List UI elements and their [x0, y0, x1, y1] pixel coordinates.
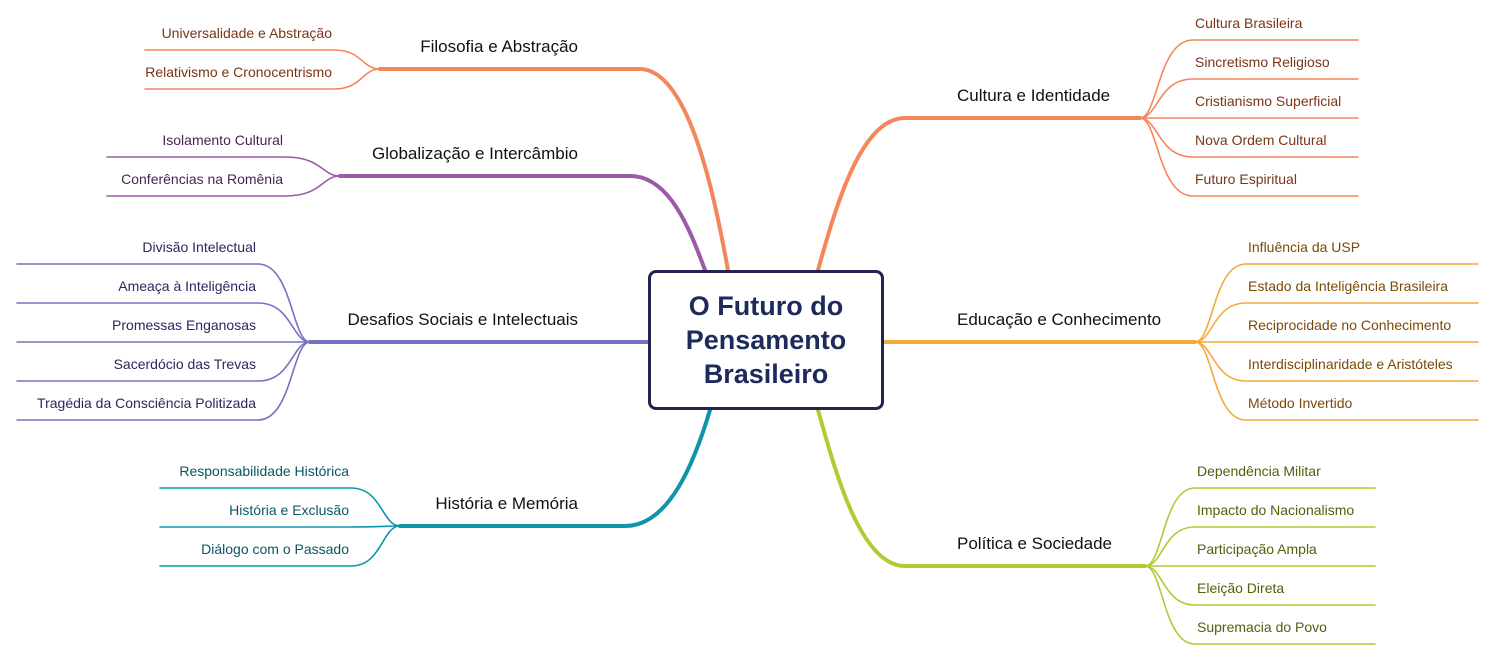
leaf-connector-educacao-0	[1194, 263, 1479, 343]
leaf-connector-educacao-1	[1194, 302, 1479, 343]
leaf-educacao-2[interactable]: Reciprocidade no Conhecimento	[1248, 317, 1452, 333]
leaf-cultura-0[interactable]: Cultura Brasileira	[1195, 15, 1303, 31]
branch-desafios[interactable]: Desafios Sociais e Intelectuais	[347, 310, 578, 329]
branch-historia[interactable]: História e Memória	[435, 494, 578, 513]
leaf-politica-4[interactable]: Supremacia do Povo	[1197, 619, 1327, 635]
leaf-connector-desafios-1	[16, 302, 311, 343]
leaf-connector-politica-0	[1144, 487, 1376, 567]
leaf-connector-historia-0	[159, 487, 401, 527]
leaf-connector-educacao-4	[1194, 341, 1479, 421]
branch-cultura[interactable]: Cultura e Identidade	[957, 86, 1111, 105]
leaf-connector-globalizacao-0	[106, 156, 341, 177]
leaf-filosofia-0[interactable]: Universalidade e Abstração	[161, 25, 332, 41]
leaf-desafios-3[interactable]: Sacerdócio das Trevas	[113, 356, 256, 372]
leaf-connector-filosofia-0	[144, 49, 381, 70]
branch-educacao[interactable]: Educação e Conhecimento	[957, 310, 1162, 329]
leaf-connector-politica-4	[1144, 565, 1376, 645]
leaf-cultura-2[interactable]: Cristianismo Superficial	[1195, 93, 1342, 109]
connector-politica	[816, 408, 1147, 568]
connector-cultura	[816, 116, 1142, 272]
leaf-desafios-4[interactable]: Tragédia da Consciência Politizada	[37, 395, 256, 411]
leaf-connector-desafios-0	[16, 263, 311, 343]
branch-globalizacao[interactable]: Globalização e Intercâmbio	[371, 144, 578, 163]
leaf-cultura-4[interactable]: Futuro Espiritual	[1195, 171, 1297, 187]
leaf-educacao-1[interactable]: Estado da Inteligência Brasileira	[1248, 278, 1449, 294]
leaf-historia-1[interactable]: História e Exclusão	[229, 502, 349, 518]
leaf-connector-cultura-4	[1139, 117, 1359, 197]
leaf-politica-0[interactable]: Dependência Militar	[1197, 463, 1321, 479]
leaf-connector-desafios-3	[16, 341, 311, 382]
connector-historia	[398, 408, 712, 528]
leaf-cultura-3[interactable]: Nova Ordem Cultural	[1195, 132, 1327, 148]
leaf-filosofia-1[interactable]: Relativismo e Cronocentrismo	[145, 64, 332, 80]
leaf-connector-cultura-0	[1139, 39, 1359, 119]
leaf-politica-2[interactable]: Participação Ampla	[1197, 541, 1317, 557]
leaf-politica-1[interactable]: Impacto do Nacionalismo	[1197, 502, 1355, 518]
branch-filosofia[interactable]: Filosofia e Abstração	[420, 37, 578, 56]
leaf-desafios-0[interactable]: Divisão Intelectual	[142, 239, 256, 255]
leaf-educacao-0[interactable]: Influência da USP	[1248, 239, 1361, 255]
central-topic[interactable]: O Futuro do Pensamento Brasileiro	[648, 270, 884, 410]
leaf-connector-historia-2	[159, 525, 401, 567]
leaf-connector-historia-1	[159, 525, 401, 528]
leaf-globalizacao-1[interactable]: Conferências na Romênia	[121, 171, 283, 187]
leaf-desafios-2[interactable]: Promessas Enganosas	[112, 317, 256, 333]
leaf-connector-cultura-1	[1139, 78, 1359, 119]
leaf-connector-cultura-3	[1139, 117, 1359, 158]
leaf-educacao-3[interactable]: Interdisciplinaridade e Aristóteles	[1248, 356, 1453, 372]
leaf-connector-globalizacao-1	[106, 175, 341, 197]
leaf-globalizacao-0[interactable]: Isolamento Cultural	[162, 132, 283, 148]
branch-politica[interactable]: Política e Sociedade	[957, 534, 1112, 553]
leaf-connector-educacao-3	[1194, 341, 1479, 382]
leaf-desafios-1[interactable]: Ameaça à Inteligência	[118, 278, 256, 294]
connector-filosofia	[378, 67, 730, 272]
leaf-historia-2[interactable]: Diálogo com o Passado	[201, 541, 349, 557]
leaf-connector-desafios-4	[16, 341, 311, 421]
leaf-politica-3[interactable]: Eleição Direta	[1197, 580, 1285, 596]
leaf-educacao-4[interactable]: Método Invertido	[1248, 395, 1353, 411]
leaf-cultura-1[interactable]: Sincretismo Religioso	[1195, 54, 1330, 70]
leaf-connector-politica-3	[1144, 565, 1376, 606]
central-title: O Futuro do Pensamento Brasileiro	[685, 291, 847, 389]
leaf-connector-filosofia-1	[144, 68, 381, 90]
leaf-connector-politica-1	[1144, 526, 1376, 567]
leaf-historia-0[interactable]: Responsabilidade Histórica	[179, 463, 349, 479]
connector-globalizacao	[338, 174, 707, 272]
